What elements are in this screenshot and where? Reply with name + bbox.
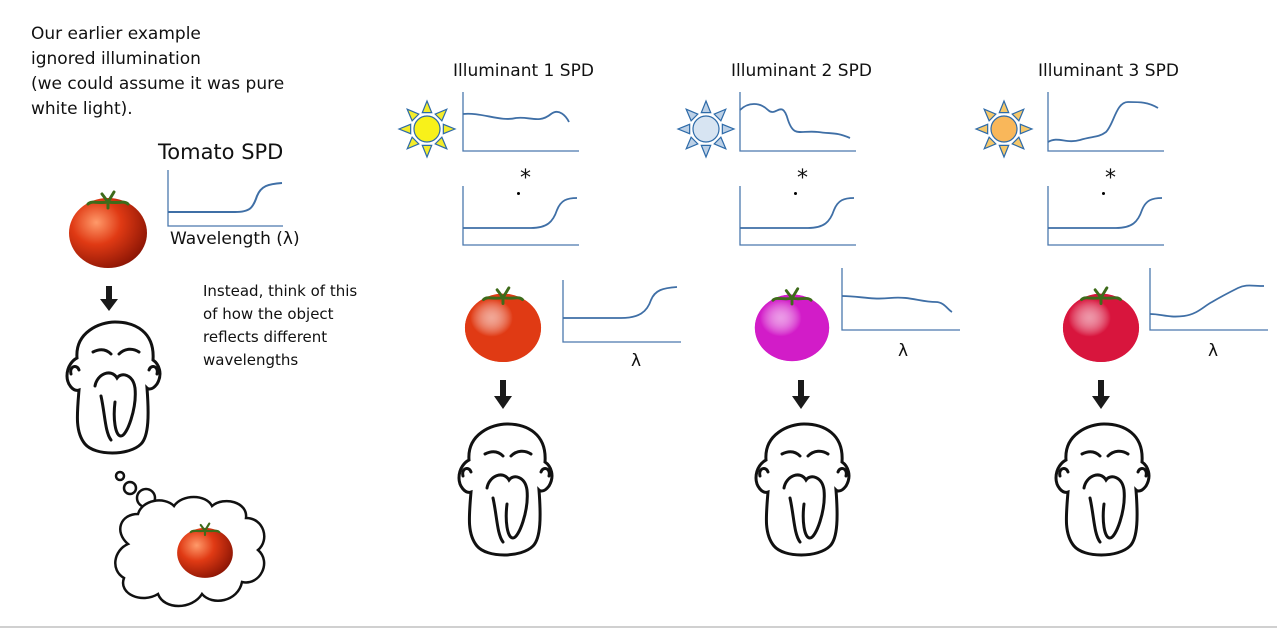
tomato-spd-title: Tomato SPD	[158, 140, 284, 164]
illuminant-title: Illuminant 3 SPD	[1038, 61, 1179, 81]
sun-icon	[676, 99, 736, 159]
multiply-star: *	[520, 166, 531, 191]
sun-icon	[974, 99, 1034, 159]
illuminant-title: Illuminant 2 SPD	[731, 61, 872, 81]
illuminant-spd-plot	[739, 92, 856, 152]
reflectance-note: Instead, think of this of how the object…	[203, 280, 357, 372]
product-spd-plot	[1047, 186, 1164, 246]
down-arrow-icon	[1092, 380, 1110, 409]
intro-line: Our earlier example	[31, 24, 201, 44]
tomato-icon	[754, 287, 830, 362]
lambda-axis-label: λ	[631, 351, 642, 371]
multiply-dot	[1102, 192, 1105, 195]
tomato-icon	[1062, 286, 1140, 363]
wavelength-axis-label: Wavelength (λ)	[170, 229, 300, 249]
person-head-icon	[754, 422, 851, 557]
multiply-star: *	[1105, 166, 1116, 191]
intro-line: white light).	[31, 99, 133, 119]
lambda-axis-label: λ	[1208, 341, 1219, 361]
product-spd-plot	[462, 186, 579, 246]
illuminant-spd-plot	[1047, 92, 1164, 152]
sun-icon	[397, 99, 457, 159]
illuminant-spd-plot	[462, 92, 579, 152]
illuminant-title: Illuminant 1 SPD	[453, 61, 594, 81]
person-head-icon	[1054, 422, 1151, 557]
person-head-icon	[65, 320, 162, 455]
down-arrow-icon	[792, 380, 810, 409]
note-line: reflects different	[203, 328, 328, 346]
tomato-icon	[464, 286, 542, 363]
lambda-axis-label: λ	[898, 341, 909, 361]
multiply-dot	[517, 192, 520, 195]
thought-tomato-icon	[177, 522, 233, 578]
intro-line: ignored illumination	[31, 49, 201, 69]
product-spd-plot	[739, 186, 856, 246]
reflectance-plot	[562, 280, 681, 343]
tomato-icon	[69, 190, 147, 268]
multiply-dot	[794, 192, 797, 195]
multiply-star: *	[797, 166, 808, 191]
reflectance-plot	[841, 268, 960, 331]
intro-line: (we could assume it was pure	[31, 74, 285, 94]
person-head-icon	[457, 422, 554, 557]
down-arrow-icon	[494, 380, 512, 409]
intro-text: Our earlier example ignored illumination…	[31, 22, 284, 122]
reflectance-plot	[1149, 268, 1268, 331]
down-arrow-icon	[100, 286, 118, 311]
tomato-spd-plot	[167, 170, 283, 227]
note-line: of how the object	[203, 305, 334, 323]
bottom-divider	[0, 626, 1277, 628]
note-line: wavelengths	[203, 351, 299, 369]
note-line: Instead, think of this	[203, 282, 358, 300]
